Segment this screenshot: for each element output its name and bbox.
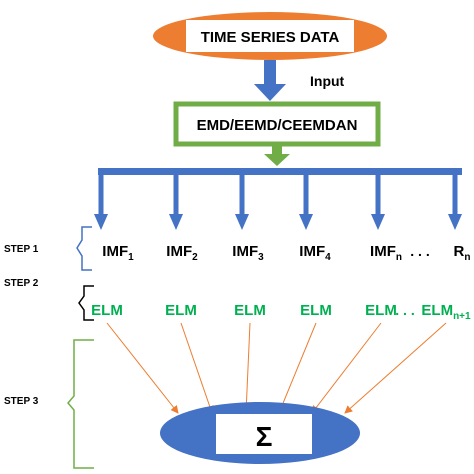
model-ellipsis: . . . <box>395 302 414 318</box>
connector-line <box>277 322 317 414</box>
model-label: ELM <box>365 302 397 319</box>
input-arrow <box>254 60 286 101</box>
input-label: Input <box>310 73 345 89</box>
step-2-bracket <box>78 285 94 321</box>
connector-line <box>106 322 179 414</box>
component-label-subscript: n <box>396 252 402 263</box>
branch-arrow <box>448 170 462 230</box>
component-label: Rn <box>454 243 471 263</box>
model-label-text: ELM <box>365 302 397 319</box>
component-label-text: IMF <box>299 243 325 260</box>
model-label-text: ELM <box>234 302 266 319</box>
model-label: ELMn+1 <box>421 302 471 322</box>
connector-line <box>180 322 214 414</box>
branch-arrow <box>94 170 108 230</box>
sum-box <box>216 414 312 454</box>
component-label: IMFn <box>370 243 402 263</box>
model-label-text: ELM <box>165 302 197 319</box>
component-label-text: R <box>454 243 465 260</box>
component-label-subscript: 2 <box>192 252 198 263</box>
branch-arrow <box>169 170 183 230</box>
model-label-text: ELM <box>91 302 123 319</box>
step-2-label: STEP 2 <box>4 278 39 289</box>
model-label: ELM <box>91 302 123 319</box>
decomposition-box <box>173 101 381 147</box>
connector-line <box>311 322 382 414</box>
model-label: ELM <box>234 302 266 319</box>
distribution-bar <box>98 168 462 175</box>
step-3-bracket <box>67 339 94 469</box>
component-label-text: IMF <box>232 243 258 260</box>
component-label-text: IMF <box>370 243 396 260</box>
component-label: IMF1 <box>102 243 134 263</box>
component-label-subscript: 4 <box>325 252 331 263</box>
decomposition-arrow <box>264 146 290 166</box>
component-label-text: IMF <box>102 243 128 260</box>
component-label: IMF3 <box>232 243 264 263</box>
connector-line <box>242 322 251 414</box>
model-label-text: ELM <box>300 302 332 319</box>
model-label-text: ELM <box>421 302 453 319</box>
source-label: TIME SERIES DATA <box>201 29 340 46</box>
branch-arrow <box>371 170 385 230</box>
model-label: ELM <box>300 302 332 319</box>
model-label: ELM <box>165 302 197 319</box>
component-label: IMF2 <box>166 243 198 263</box>
connector-line <box>344 322 447 414</box>
step-1-label: STEP 1 <box>4 244 39 255</box>
component-ellipsis: . . . <box>410 243 429 259</box>
component-label: IMF4 <box>299 243 331 263</box>
step-3-label: STEP 3 <box>4 396 39 407</box>
component-label-text: IMF <box>166 243 192 260</box>
branch-arrow <box>299 170 313 230</box>
sum-symbol: Σ <box>256 421 273 452</box>
component-label-subscript: n <box>464 252 470 263</box>
source-box <box>186 20 354 52</box>
branch-arrows <box>94 170 462 230</box>
connector-lines <box>106 322 447 414</box>
model-label-subscript: n+1 <box>453 311 471 322</box>
component-label-subscript: 3 <box>258 252 264 263</box>
component-label-subscript: 1 <box>128 252 134 263</box>
decomposition-label: EMD/EEMD/CEEMDAN <box>197 117 358 134</box>
step-1-bracket <box>76 226 92 271</box>
branch-arrow <box>235 170 249 230</box>
